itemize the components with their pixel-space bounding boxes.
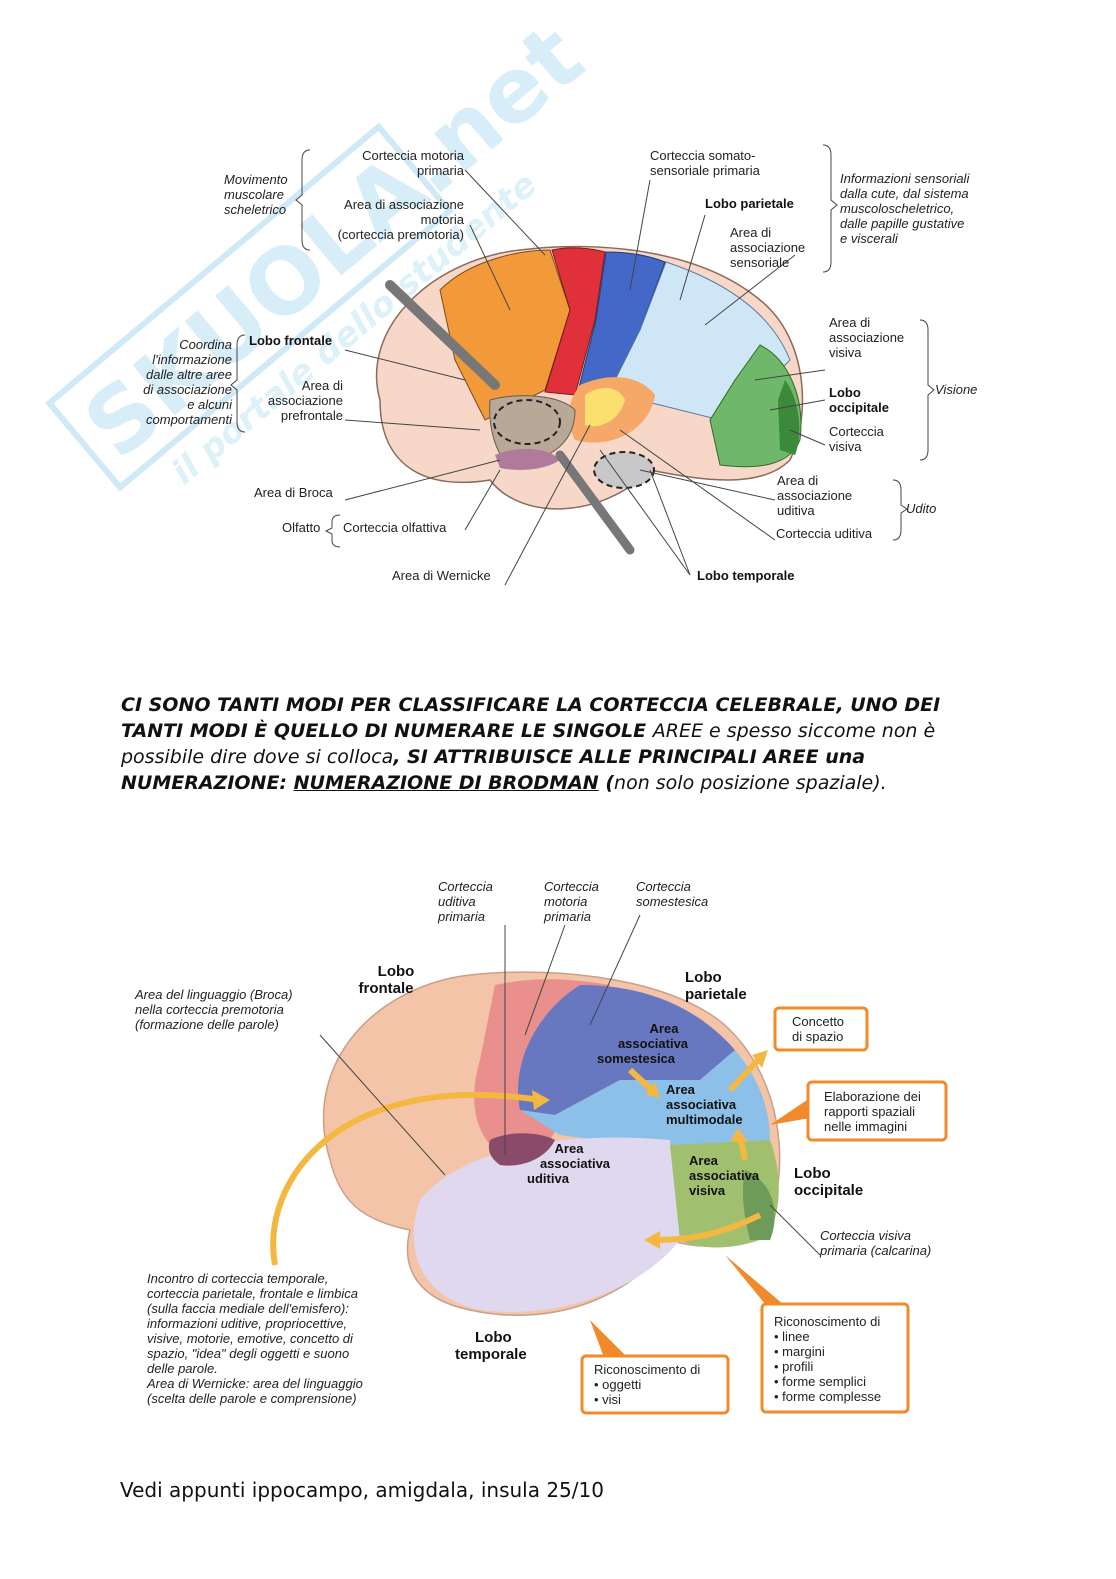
brain-illustration-2 bbox=[324, 972, 780, 1315]
label-forme-semplici: • forme semplici bbox=[774, 1374, 866, 1389]
label-corteccia-olfattiva: Corteccia olfattiva bbox=[343, 520, 447, 535]
label-olfatto: Olfatto bbox=[282, 520, 320, 535]
label-area-broca: Area di Broca bbox=[254, 485, 334, 500]
paragraph-brodman: NUMERAZIONE DI BRODMAN bbox=[294, 772, 599, 794]
paragraph-part-6: non solo posizione spaziale). bbox=[614, 772, 887, 794]
label-profili: • profili bbox=[774, 1359, 813, 1374]
label-lobo-temporale: Lobo temporale bbox=[697, 568, 795, 583]
brain-illustration-1 bbox=[377, 247, 803, 550]
label-visi: • visi bbox=[594, 1392, 621, 1407]
label-lobo-frontale: Lobo frontale bbox=[249, 333, 332, 348]
label-area-linguaggio-broca: Area del linguaggio (Broca)nella cortecc… bbox=[134, 987, 293, 1032]
label-wernicke: Area di Wernicke: area del linguaggio(sc… bbox=[146, 1376, 363, 1406]
label-forme-complesse: • forme complesse bbox=[774, 1389, 881, 1404]
label-visione: Visione bbox=[935, 382, 977, 397]
label-oggetti: • oggetti bbox=[594, 1377, 641, 1392]
brain-functional-areas-figure: SKUOLA.net il portale dello studente bbox=[0, 0, 1116, 600]
label-linee: • linee bbox=[774, 1329, 810, 1344]
label-lobo-parietale: Lobo parietale bbox=[705, 196, 794, 211]
body-paragraph: CI SONO TANTI MODI PER CLASSIFICARE LA C… bbox=[121, 692, 1001, 796]
label-udito: Udito bbox=[906, 501, 936, 516]
label-corteccia-uditiva: Corteccia uditiva bbox=[776, 526, 873, 541]
label-riconoscimento-oggetti-title: Riconoscimento di bbox=[594, 1362, 700, 1377]
footer-note: Vedi appunti ippocampo, amigdala, insula… bbox=[120, 1478, 604, 1502]
label-margini: • margini bbox=[774, 1344, 825, 1359]
label-corteccia-somatosensoriale: Corteccia somato-sensoriale primaria bbox=[650, 148, 761, 178]
paragraph-part-5: ( bbox=[599, 772, 614, 794]
label-incontro: Incontro di corteccia temporale,cortecci… bbox=[147, 1271, 358, 1376]
label-riconoscimento-linee-title: Riconoscimento di bbox=[774, 1314, 880, 1329]
label-area-wernicke: Area di Wernicke bbox=[392, 568, 491, 583]
